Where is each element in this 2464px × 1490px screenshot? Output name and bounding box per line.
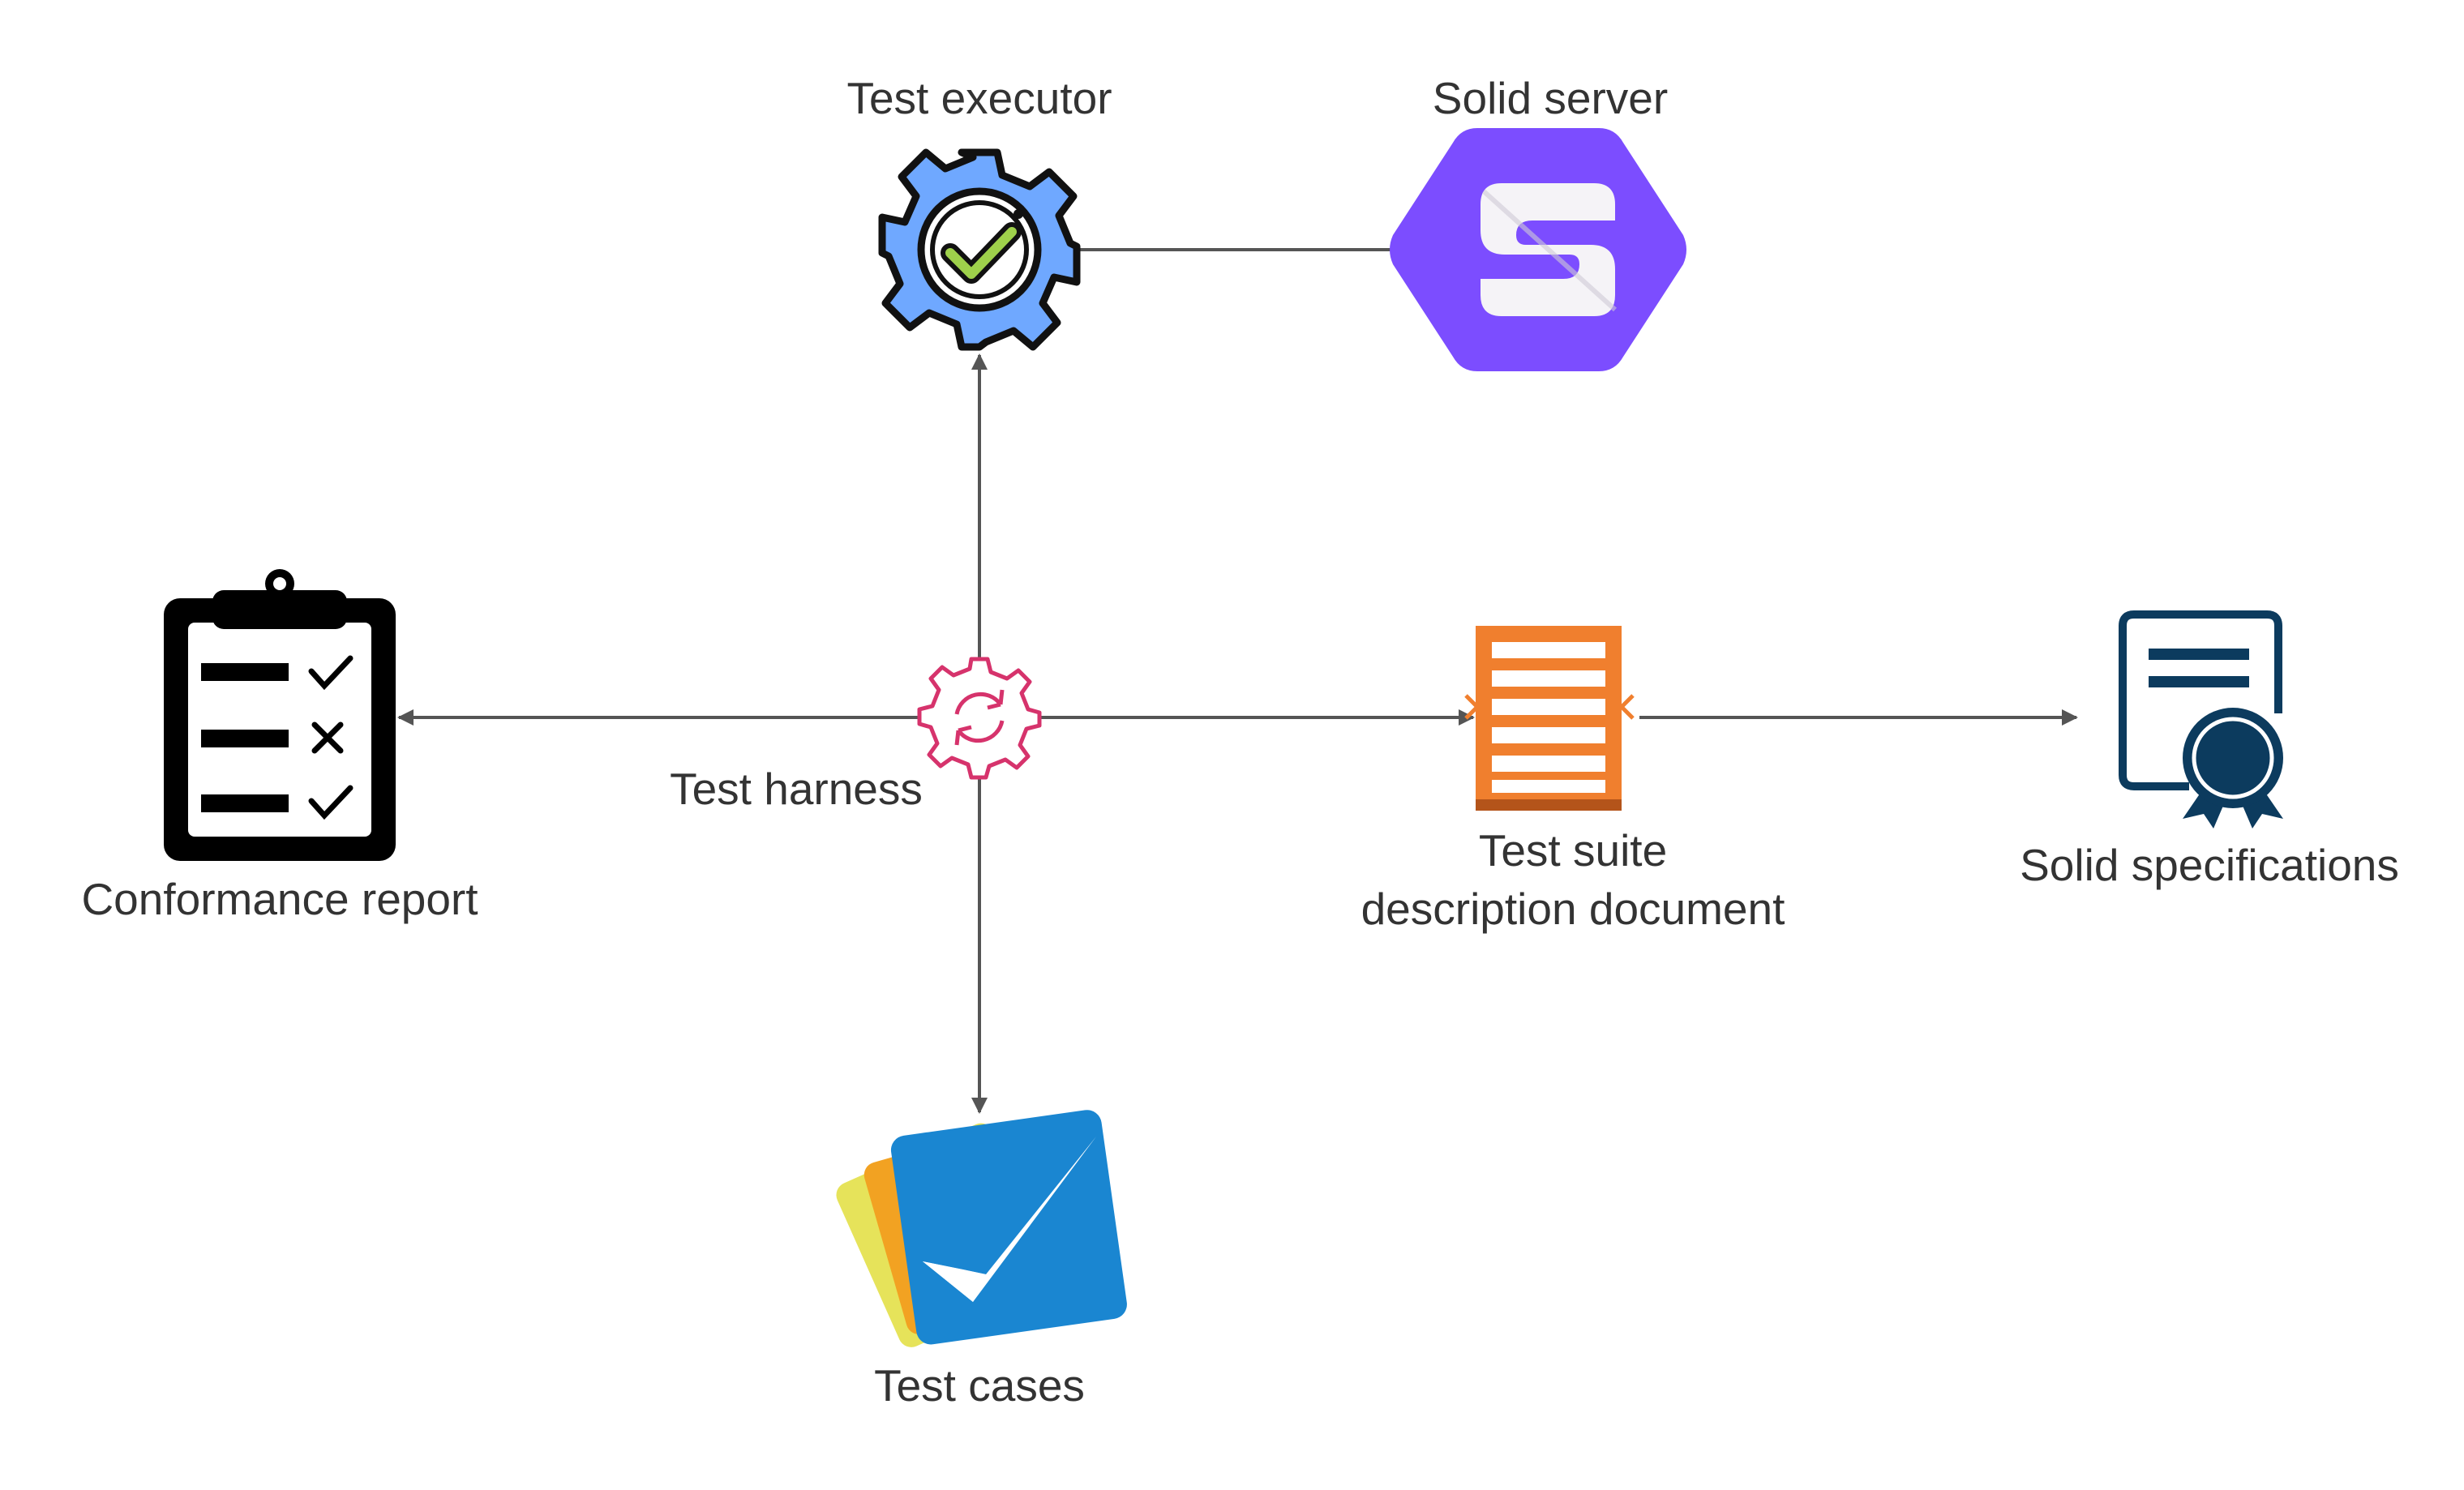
document-list-icon (1464, 626, 1635, 811)
certificate-icon (2119, 610, 2283, 828)
solid-specifications-label: Solid specifications (2020, 840, 2399, 890)
stacked-cards-check-icon (836, 1110, 1127, 1347)
edges (397, 242, 2078, 1114)
test-executor-label: Test executor (846, 73, 1112, 123)
test-harness-label: Test harness (670, 764, 923, 814)
gear-check-icon (878, 148, 1081, 351)
solid-server-label: Solid server (1433, 73, 1668, 123)
test-cases-label: Test cases (874, 1360, 1085, 1411)
conformance-report-label: Conformance report (81, 874, 478, 924)
solid-logo-icon (1390, 128, 1686, 371)
test-suite-label-line2: description document (1361, 884, 1785, 934)
test-suite-label-line1: Test suite (1479, 825, 1667, 876)
harness-gear-icon (917, 657, 1042, 780)
clipboard-checklist-icon (164, 569, 396, 861)
